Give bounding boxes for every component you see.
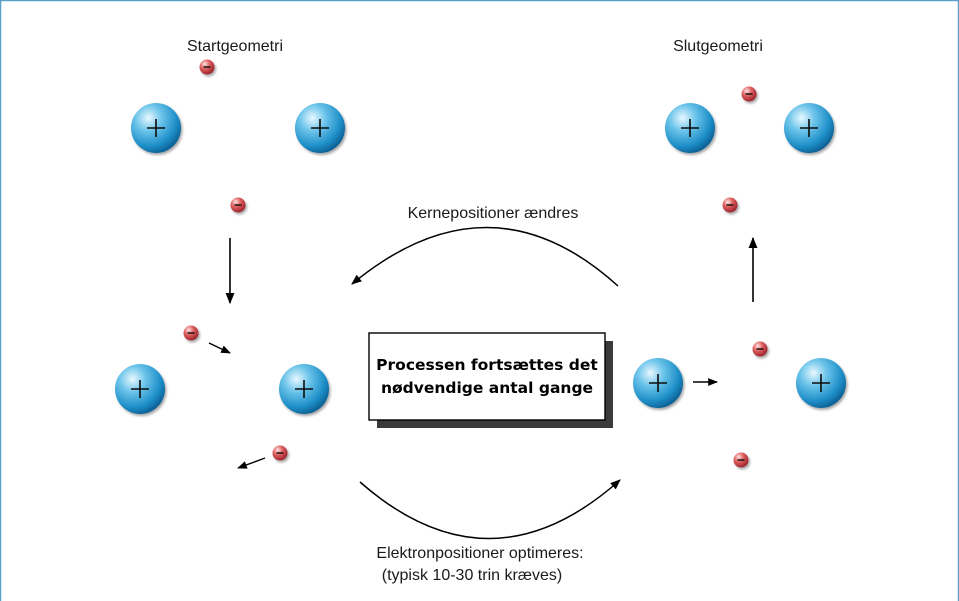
- electron: [722, 197, 738, 213]
- nucleus: [295, 103, 345, 153]
- nucleus: [633, 358, 683, 408]
- process-text-line2: nødvendige antal gange: [381, 379, 593, 397]
- electron: [230, 197, 246, 213]
- end-geometry-label: Slutgeometri: [673, 38, 763, 55]
- process-box-frame: [368, 332, 606, 421]
- start-geometry-label: Startgeometri: [187, 38, 283, 55]
- electron-positions-label-line2: (typisk 10-30 trin kræves): [382, 567, 563, 584]
- end-molecule: [665, 86, 834, 213]
- bottom-cycle-arrow: [359, 479, 621, 540]
- electron: [741, 86, 757, 102]
- nuclear-positions-label: Kernepositioner ændres: [408, 205, 579, 222]
- electron: [183, 325, 199, 341]
- nucleus: [279, 364, 329, 414]
- electron: [272, 445, 288, 461]
- start-molecule: [131, 59, 345, 213]
- electron-positions-label-line1: Elektronpositioner optimeres:: [376, 545, 583, 562]
- shifting-molecule: [633, 341, 846, 468]
- nucleus: [115, 364, 165, 414]
- electron: [733, 452, 749, 468]
- electron-shift-arrow: [208, 342, 231, 354]
- nucleus: [665, 103, 715, 153]
- nucleus: [796, 358, 846, 408]
- electron-shift-arrow: [237, 457, 266, 469]
- nucleus: [784, 103, 834, 153]
- electron: [752, 341, 768, 357]
- nucleus: [131, 103, 181, 153]
- electron: [199, 59, 215, 75]
- process-box: Processen fortsættes det nødvendige anta…: [368, 332, 613, 428]
- optimizing-molecule: [115, 325, 329, 461]
- process-text-line1: Processen fortsættes det: [376, 356, 598, 374]
- top-cycle-arrow: [351, 226, 619, 287]
